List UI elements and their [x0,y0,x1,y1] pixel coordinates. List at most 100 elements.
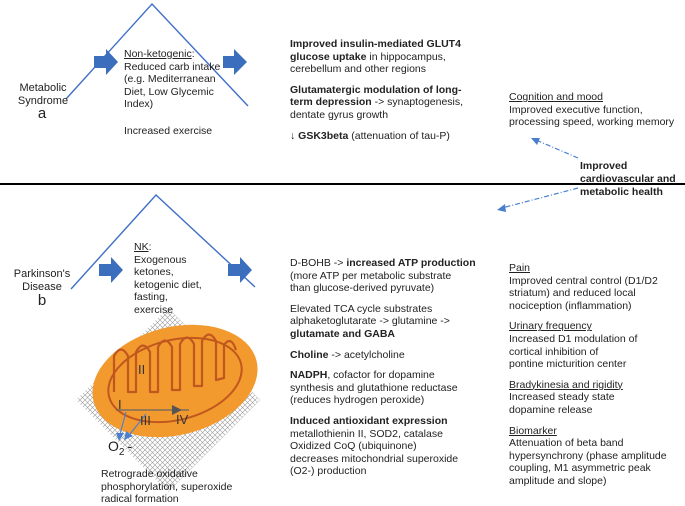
panel-b-mechanisms: D-BOHB -> increased ATP production(more … [290,257,476,478]
mechanism-block: ↓ GSK3beta (attenuation of tau-P) [290,130,463,143]
dash-arrow-up-head-icon [531,138,540,145]
mechanism-bold-text: Induced antioxidant expression [290,414,448,427]
mechanism-text: ↓ [290,129,299,142]
intervention-line: fasting, [134,291,168,304]
outcome-line: Improved central control (D1/D2 [509,274,658,287]
mechanism-line: synthesis and glutathione reductase [290,382,476,395]
mito-caption-line: Retrograde oxidative [101,468,198,480]
mechanism-text: synthesis and glutathione reductase [290,381,458,394]
mechanism-text: (O2-) production [290,465,367,478]
complex-iv-label: IV [176,412,189,427]
panel-a-label-line: Syndrome [17,95,69,107]
superoxide-arrow-1-head-icon [116,433,124,441]
mito-caption-line: phosphorylation, superoxide [101,480,233,493]
arrow-a-left-icon [94,49,118,75]
intervention-line: ketogenic diet, [134,278,202,291]
arrow-a-right-icon [223,49,247,75]
dash-arrow-up [535,139,579,159]
mechanism-text: dentate gyrus growth [290,108,389,121]
panel-b-label-line: Parkinson's [13,268,71,280]
mechanism-line: (O2-) production [290,465,476,478]
superoxide-arrow-1 [119,411,127,435]
improved-health-line: metabolic health [580,186,663,198]
mechanism-text: -> synaptogenesis, [371,96,464,109]
superoxide-sub: 2 [118,446,125,458]
mechanism-bold-text: Improved insulin-mediated GLUT4 [290,38,461,50]
mechanism-text: Oxidized CoQ (ubiquinone) [290,440,417,453]
mechanism-text: -> acetylcholine [328,348,405,361]
mechanism-line: Induced antioxidant expression [290,415,476,428]
arrow-b-right-icon [228,257,252,283]
intervention-line: Diet, Low Glycemic [124,85,214,98]
mechanism-line: Choline -> acetylcholine [290,349,476,362]
intervention-line: ketones, [134,266,174,279]
superoxide-o: O [108,438,119,454]
outcome-line: Improved executive function, [509,103,643,116]
outcome-line: amplitude and slope) [509,474,607,487]
intervention-title-row: NK: [134,241,202,254]
mechanism-text: cerebellum and other regions [290,63,426,76]
outcome-line: pontine micturition center [509,358,627,371]
triangle-b [70,194,256,290]
improved-health-line: cardiovascular and [580,173,676,185]
outcome-line: striatum) and reduced local [509,287,636,300]
mechanism-line: glucose uptake in hippocampus, [290,51,463,64]
mechanism-text: (more ATP per metabolic substrate [290,269,452,282]
outcome-title: Bradykinesia and rigidity [509,378,623,391]
mechanism-text: (attenuation of tau-P) [348,129,450,142]
dash-arrow-down-head-icon [497,204,506,212]
superoxide-label: O2- [108,438,132,458]
mechanism-bold-text: increased ATP production [346,257,476,269]
outcome-line: Attenuation of beta band [509,437,624,450]
mechanism-line: Improved insulin-mediated GLUT4 [290,38,463,51]
mechanism-line: (more ATP per metabolic substrate [290,270,476,283]
mechanism-text: in hippocampus, [366,50,446,63]
mechanism-text: than glucose-derived pyruvate) [290,282,435,295]
mechanism-line: metallothienin II, SOD2, catalase [290,428,476,441]
mechanism-line: term depression -> synaptogenesis, [290,96,463,109]
mechanism-text: D-BOHB -> [290,257,347,269]
arrow-b-left-icon [99,257,123,283]
mechanism-text: metallothienin II, SOD2, catalase [290,427,443,440]
mechanism-block: Choline -> acetylcholine [290,349,476,362]
outcome-line: hypersynchrony (phase amplitude [509,449,667,462]
outcome-title: Cognition and mood [509,91,603,103]
panel-b-side-label: Parkinson's Disease [4,268,80,294]
complex-iii-label: III [140,413,151,428]
mechanism-bold-text: NADPH [290,369,328,382]
mechanism-line: NADPH, cofactor for dopamine [290,369,476,382]
mechanism-line: Elevated TCA cycle substrates [290,303,476,316]
outcome-line: nociception (inflammation) [509,299,632,312]
outcome-title: Biomarker [509,424,557,437]
etc-arrow-icon [172,405,182,415]
outcome-lines: Improved executive function,processing s… [509,104,674,129]
mechanism-line: D-BOHB -> increased ATP production [290,257,476,270]
mechanism-line: glutamate and GABA [290,328,476,341]
mechanism-bold-text: Glutamatergic modulation of long- [290,83,462,96]
outcome-line: processing speed, working memory [509,116,675,129]
mechanism-line: Oxidized CoQ (ubiquinone) [290,440,476,453]
outcome-title: Pain [509,262,531,274]
mechanism-block: Glutamatergic modulation of long-term de… [290,84,463,122]
intervention-line: Reduced carb intake [124,60,221,73]
complex-ii-label: II [138,362,146,377]
intervention-title: Non-ketogenic [124,48,192,60]
mechanism-line: alphaketoglutarate -> glutamine -> [290,315,476,328]
mechanism-text: (reduces hydrogen peroxide) [290,394,425,407]
mechanism-text: Elevated TCA cycle substrates [290,302,433,315]
improved-health-line: Improved [580,160,628,172]
mechanism-text: , cofactor for dopamine [327,369,435,382]
intervention-extra: Increased exercise [124,124,213,137]
outcome-line: cortical inhibition of [509,345,599,358]
outcome-line: dopamine release [509,403,593,416]
complex-i-label: I [118,397,122,412]
